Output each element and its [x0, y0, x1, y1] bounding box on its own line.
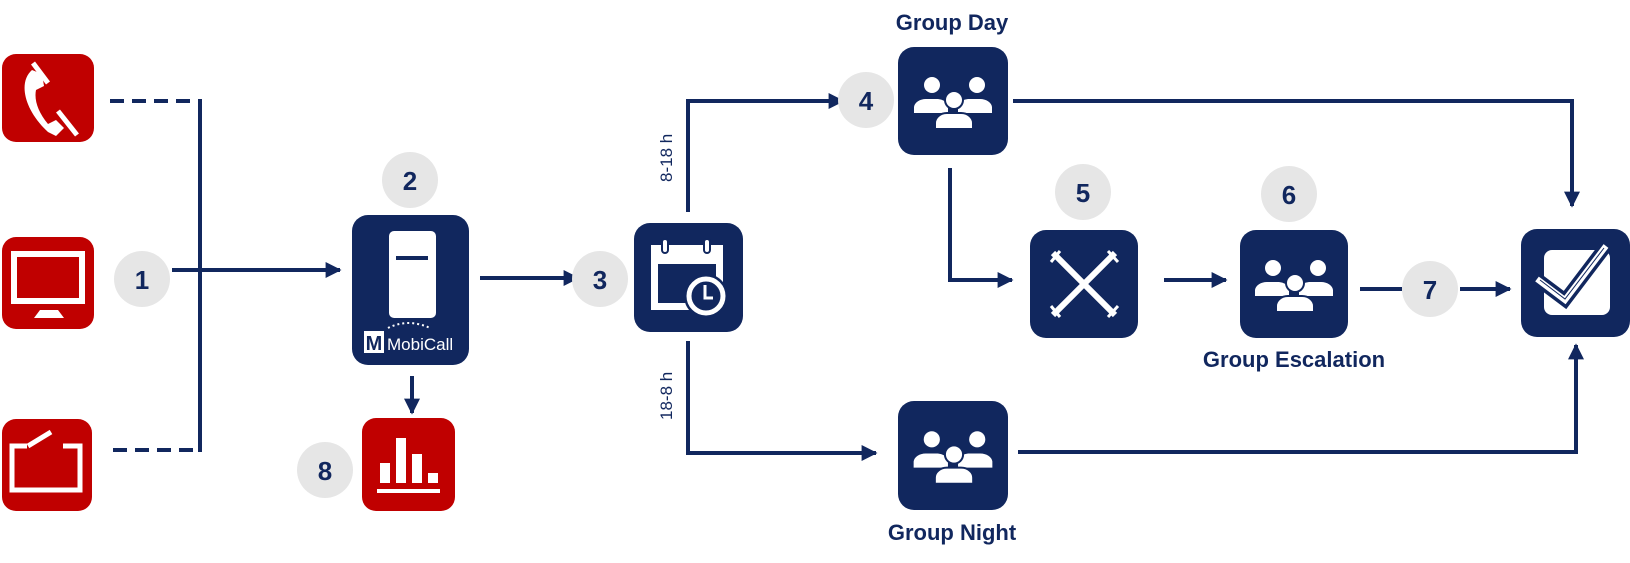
group-night-label: Group Night [888, 520, 1017, 545]
checkbox-icon [1533, 242, 1612, 315]
calendar-clock-icon [651, 238, 728, 318]
phone-node[interactable] [2, 54, 94, 142]
arrow-night [686, 341, 878, 461]
server-icon [389, 231, 436, 318]
step-badge-3: 3 [572, 251, 628, 307]
step-badge-4: 4 [838, 72, 894, 128]
schedule-node[interactable] [634, 223, 743, 332]
group-escalation-label: Group Escalation [1203, 347, 1385, 372]
svg-text:7: 7 [1423, 275, 1437, 305]
step-badge-1: 1 [114, 251, 170, 307]
step-badges: 1 2 3 4 5 6 7 8 [114, 72, 1458, 498]
arrow-day-to-noanswer [948, 168, 1014, 288]
svg-text:1: 1 [135, 265, 149, 295]
arrow-night-to-done [1018, 343, 1584, 454]
svg-text:3: 3 [593, 265, 607, 295]
mobicall-node[interactable]: M MobiCall [352, 215, 469, 365]
group-day-node[interactable] [898, 47, 1008, 155]
report-node[interactable] [362, 418, 455, 511]
x-box-icon [1049, 249, 1120, 319]
svg-text:4: 4 [859, 86, 874, 116]
tablet-node[interactable] [2, 419, 92, 511]
step-badge-5: 5 [1055, 164, 1111, 220]
done-node[interactable] [1521, 229, 1630, 337]
step-badge-2: 2 [382, 152, 438, 208]
mobicall-logo: M MobiCall [364, 322, 453, 355]
group-escalation-node[interactable] [1240, 230, 1348, 338]
group-day-label: Group Day [896, 10, 1009, 35]
tablet-icon [9, 429, 83, 493]
svg-text:MobiCall: MobiCall [387, 335, 453, 354]
no-answer-node[interactable] [1030, 230, 1138, 338]
connectors [110, 93, 1584, 461]
group-night-node[interactable] [898, 401, 1008, 510]
night-hours-label: 18-8 h [657, 372, 676, 420]
step-badge-8: 8 [297, 442, 353, 498]
monitor-node[interactable] [2, 237, 94, 329]
svg-text:M: M [366, 333, 383, 355]
phone-icon [24, 61, 79, 137]
monitor-icon [11, 251, 85, 318]
bar-chart-icon [377, 438, 440, 493]
svg-text:5: 5 [1076, 178, 1090, 208]
step-badge-6: 6 [1261, 166, 1317, 222]
arrow-day [686, 93, 845, 212]
svg-text:8: 8 [318, 456, 332, 486]
arrow-day-to-done [1013, 99, 1580, 208]
svg-text:2: 2 [403, 166, 417, 196]
step-badge-7: 7 [1402, 261, 1458, 317]
svg-text:6: 6 [1282, 180, 1296, 210]
day-hours-label: 8-18 h [657, 134, 676, 182]
